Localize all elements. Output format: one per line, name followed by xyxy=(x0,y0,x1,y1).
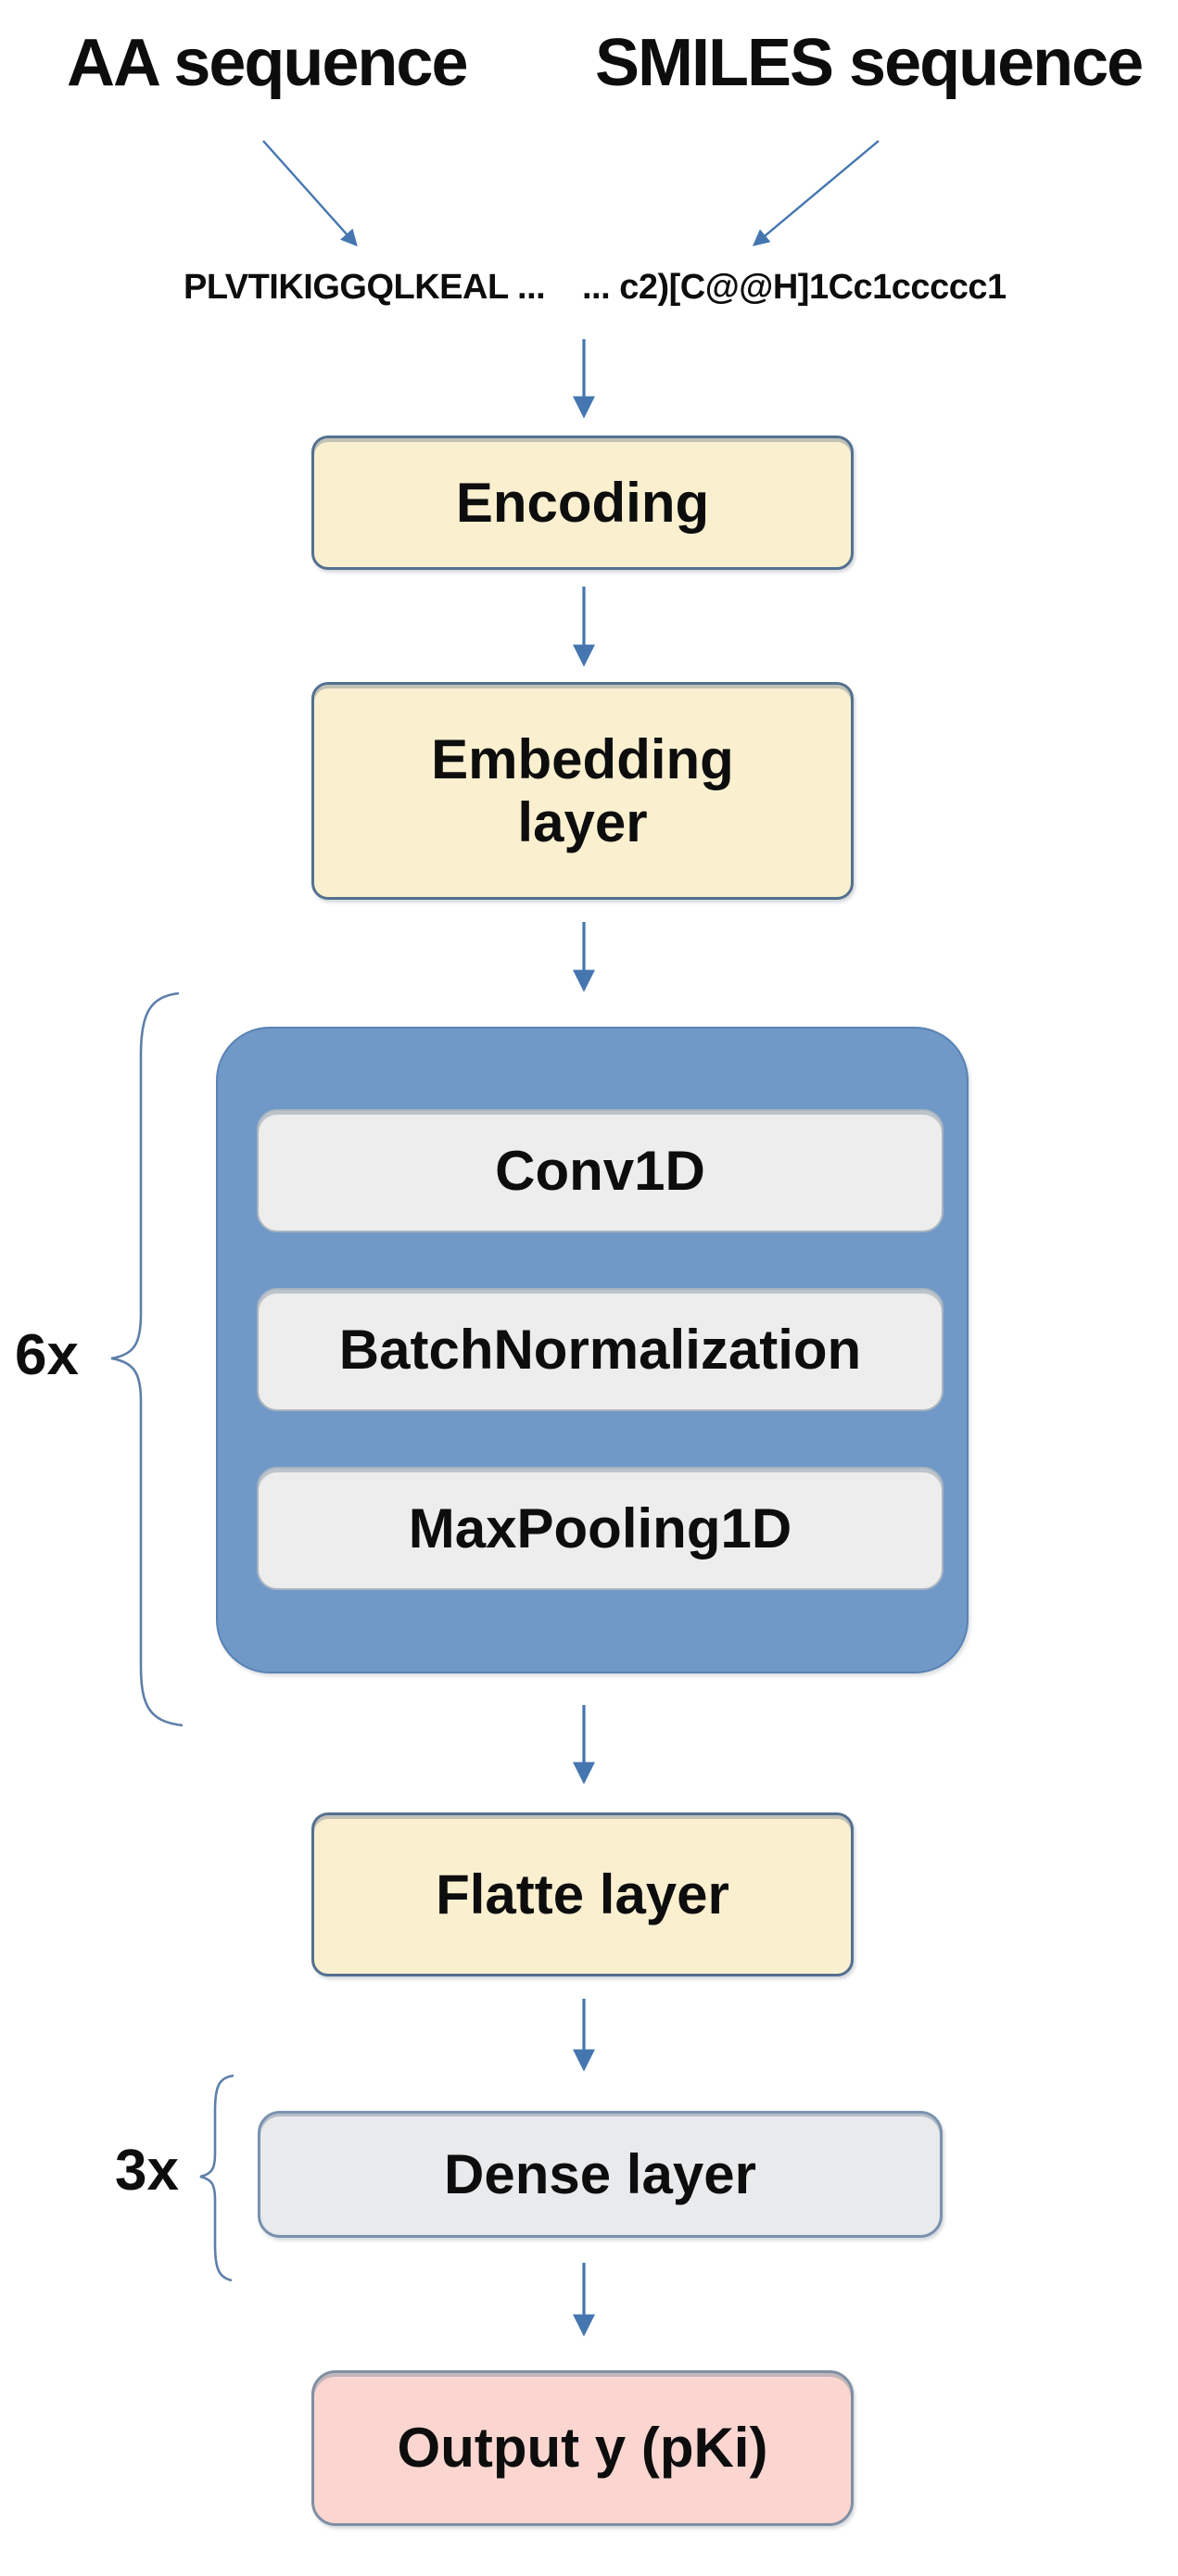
arrow-smiles-to-sequence xyxy=(752,140,880,246)
brace-6x xyxy=(110,991,184,1727)
smiles-sequence-title: SMILES sequence xyxy=(595,26,1144,100)
output-box: Output y (pKi) xyxy=(311,2370,854,2526)
flatten-layer-box: Flatte layer xyxy=(311,1812,854,1976)
batchnormalization-label: BatchNormalization xyxy=(338,1318,862,1381)
encoding-box: Encoding xyxy=(311,436,854,570)
smiles-sequence-sample: ... c2)[C@@H]1Cc1ccccc1 xyxy=(582,268,1007,307)
maxpooling1d-label: MaxPooling1D xyxy=(408,1496,792,1559)
dense-layer-label: Dense layer xyxy=(444,2142,756,2205)
embedding-layer-box: Embedding layer xyxy=(311,682,854,900)
batchnormalization-box: BatchNormalization xyxy=(257,1288,944,1411)
encoding-label: Encoding xyxy=(455,471,710,534)
dense-layer-box: Dense layer xyxy=(258,2111,943,2238)
arrow-aa-to-sequence xyxy=(262,140,358,247)
flatten-layer-label: Flatte layer xyxy=(436,1863,729,1926)
aa-sequence-title: AA sequence xyxy=(67,26,468,100)
maxpooling1d-box: MaxPooling1D xyxy=(257,1467,944,1590)
output-label: Output y (pKi) xyxy=(397,2417,768,2480)
aa-sequence-sample: PLVTIKIGGQLKEAL ... xyxy=(184,268,546,307)
embedding-label-line2: layer xyxy=(517,790,648,853)
brace-3x xyxy=(199,2074,234,2282)
embedding-label-line1: Embedding xyxy=(431,728,734,791)
conv1d-box: Conv1D xyxy=(257,1109,944,1232)
conv1d-label: Conv1D xyxy=(495,1139,705,1202)
conv-block-repeat-label: 6x xyxy=(15,1323,79,1387)
dense-block-repeat-label: 3x xyxy=(115,2139,179,2203)
